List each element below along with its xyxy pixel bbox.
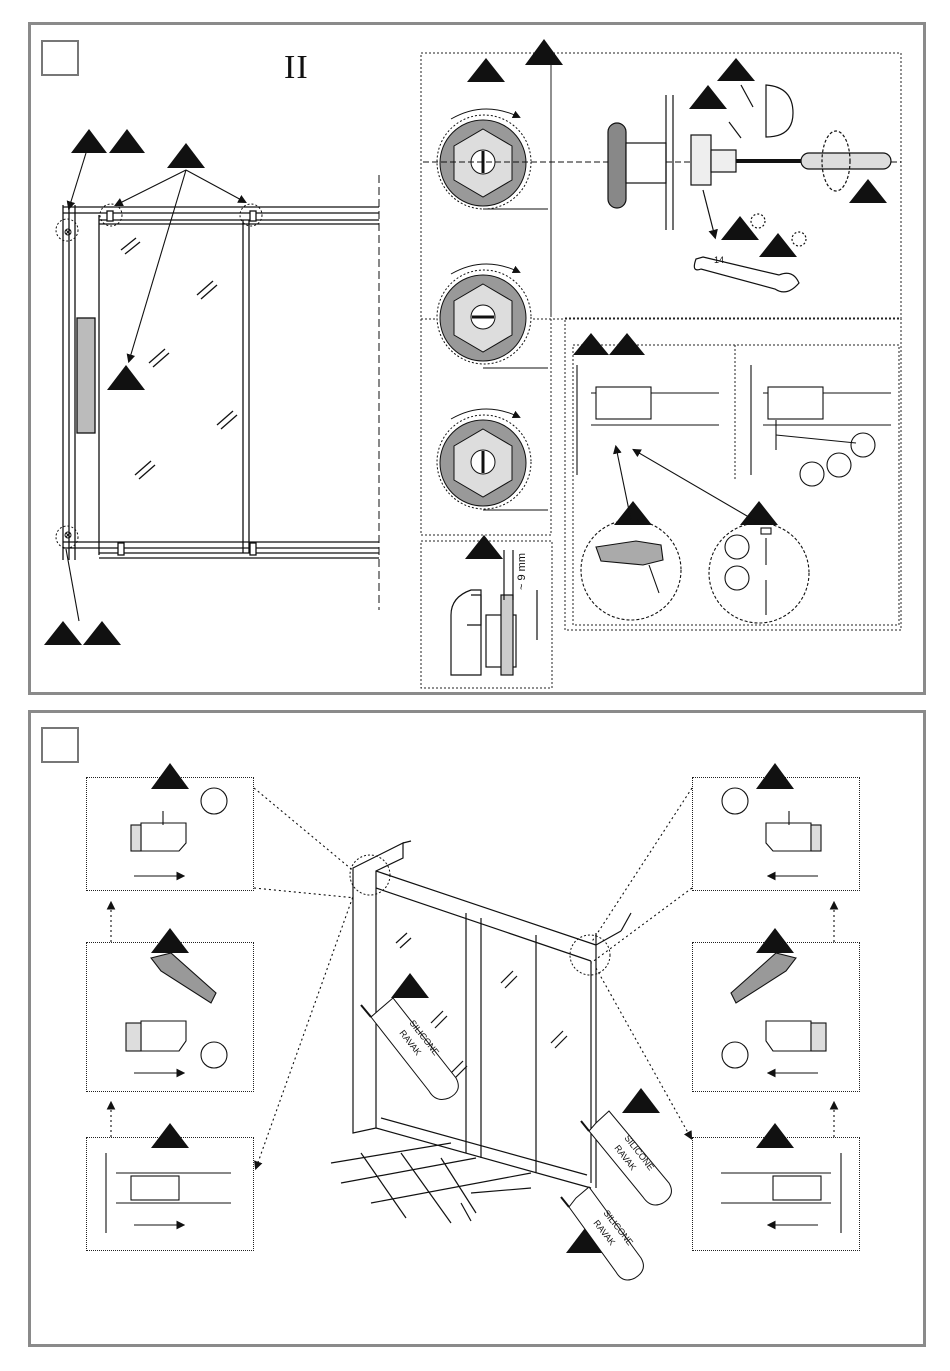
gap-measurement-label: ~ 9 mm [516, 553, 528, 590]
wrench-size-label: 14 [714, 255, 724, 265]
top-panel: II [28, 22, 926, 695]
roller-screwdriver-drawing [608, 85, 891, 292]
eccentric-nut-2 [437, 264, 548, 368]
door-frame-drawing [63, 205, 379, 560]
top-illustration: 14 ~ 9 mm [31, 25, 923, 692]
bottom-panel: SILICONE RAVAK SILICONE RAVAK SILICONE R… [28, 710, 926, 1347]
left-detail-contents [106, 788, 231, 1233]
door-perspective-drawing [331, 841, 631, 1223]
warning-triangles-bottom [151, 763, 794, 1253]
bottom-illustration: SILICONE RAVAK SILICONE RAVAK SILICONE R… [31, 713, 923, 1344]
eccentric-nut-1 [437, 109, 548, 209]
wall-mounting-detail [577, 365, 891, 623]
eccentric-nut-3 [437, 409, 548, 510]
right-detail-contents [721, 788, 841, 1233]
